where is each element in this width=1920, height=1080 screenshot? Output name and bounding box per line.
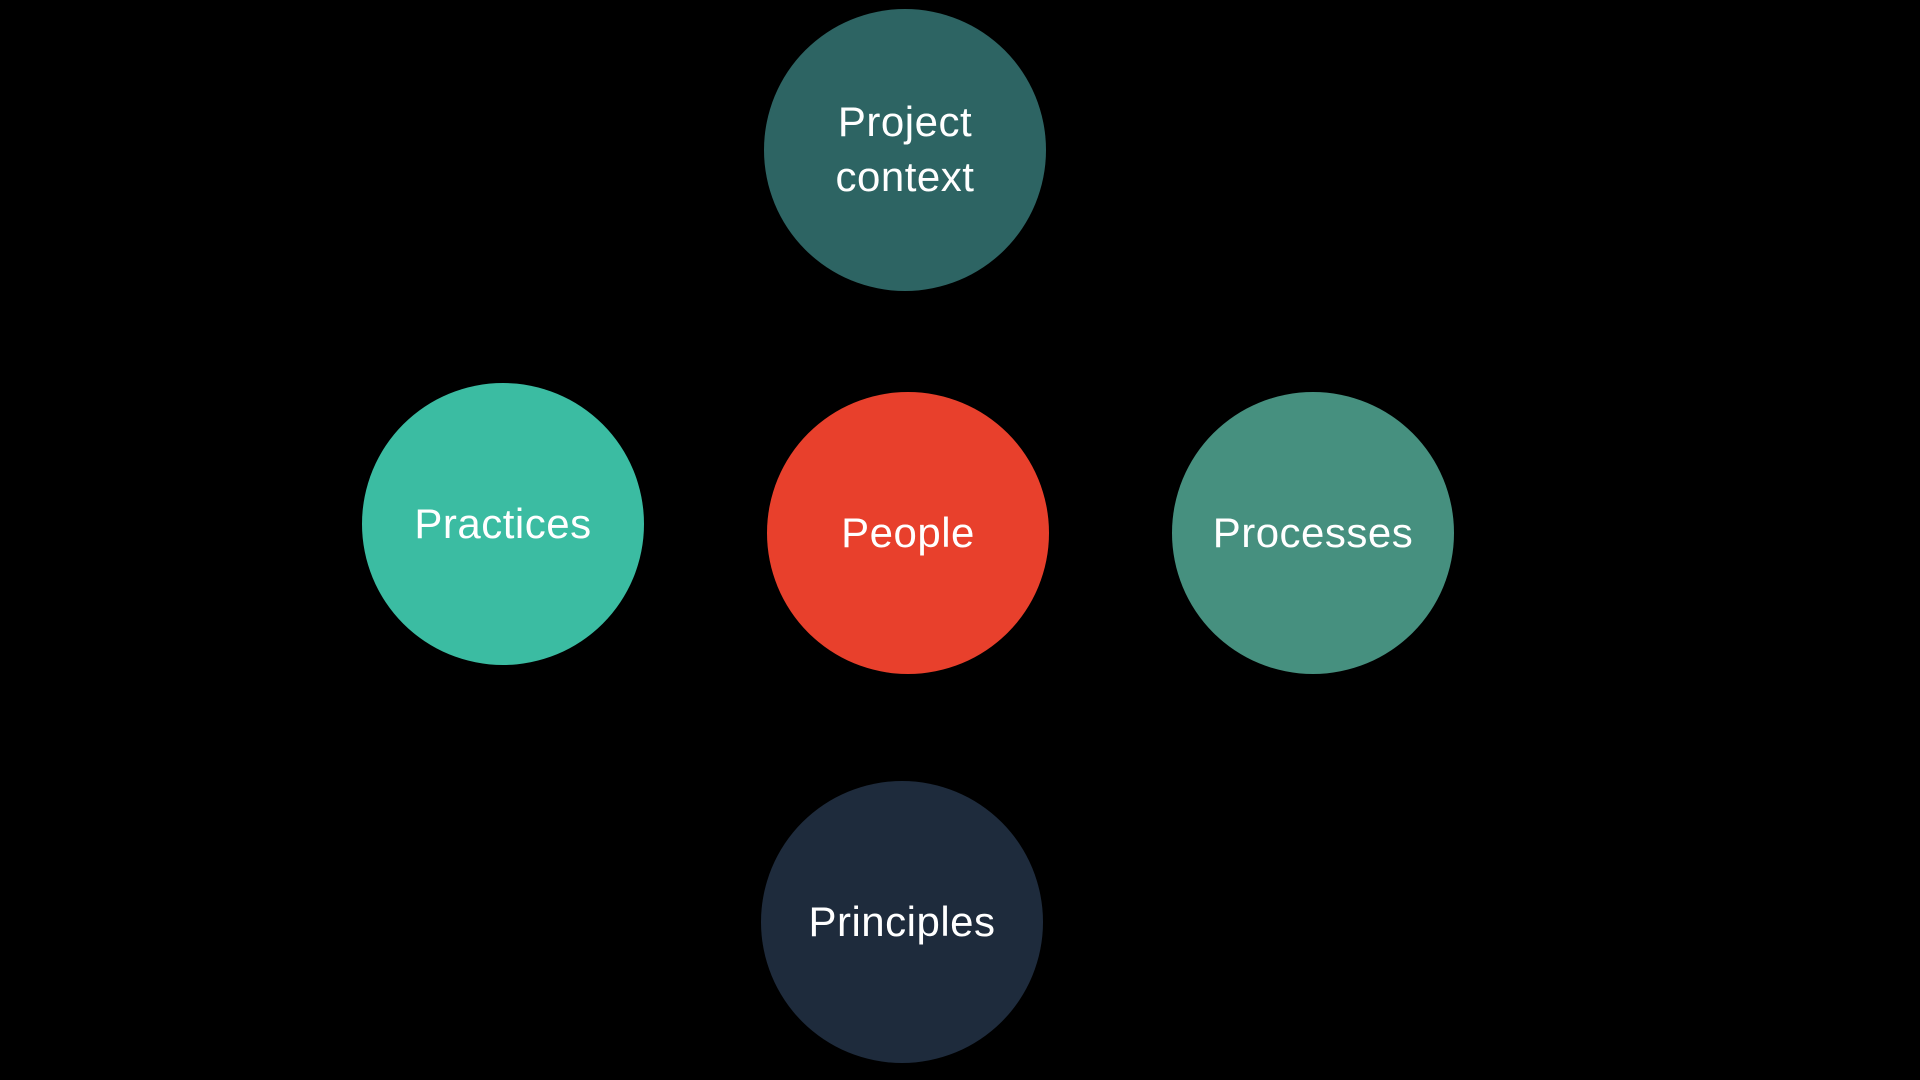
- node-practices-label: Practices: [414, 499, 592, 547]
- node-project-context: Project context: [764, 9, 1046, 291]
- node-practices: Practices: [362, 383, 644, 665]
- node-people-label: People: [841, 508, 975, 556]
- node-principles-label: Principles: [808, 897, 996, 945]
- node-project-context-label: Project context: [835, 98, 975, 200]
- node-principles: Principles: [761, 781, 1043, 1063]
- node-processes: Processes: [1172, 392, 1454, 674]
- node-people: People: [767, 392, 1049, 674]
- node-processes-label: Processes: [1212, 508, 1414, 556]
